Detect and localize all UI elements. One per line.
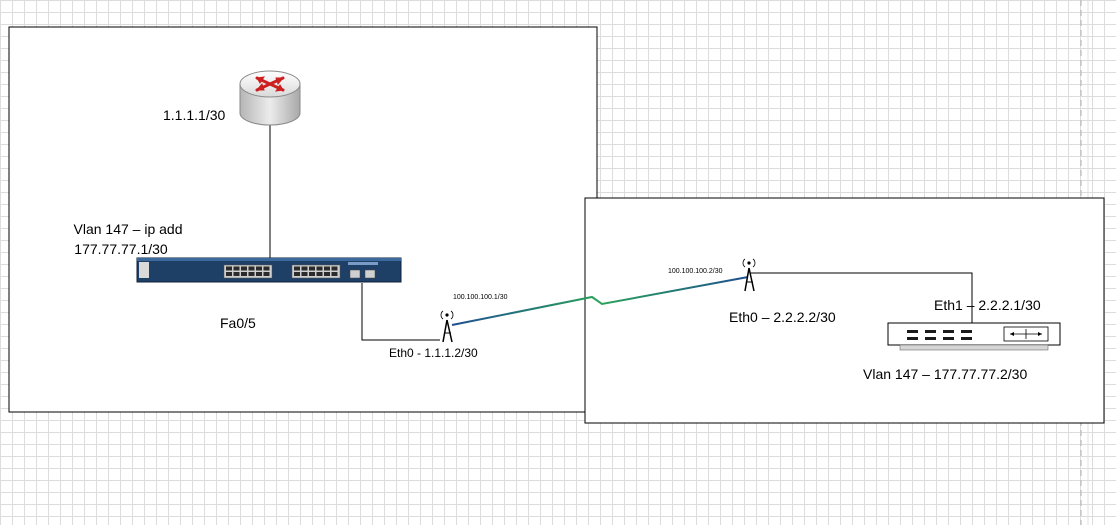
firewall-port: [925, 337, 936, 340]
site-b-boundary[interactable]: [584, 197, 1105, 424]
switch-port: [233, 266, 240, 271]
switch-vlan-label-line1: Vlan 147 – ip add: [73, 221, 183, 237]
wireless-link[interactable]: [451, 276, 749, 326]
switch-port: [248, 266, 255, 271]
switch-port: [294, 272, 300, 276]
site-a-boundary[interactable]: [8, 26, 598, 413]
switch-port: [324, 272, 330, 276]
radio-b-firewall-link[interactable]: [750, 272, 973, 323]
firewall-port: [943, 337, 954, 340]
firewall-port: [943, 330, 954, 333]
switch-port: [226, 272, 232, 276]
radio-b-wireless-ip-label: 100.100.100.2/30: [668, 268, 723, 275]
switch-vlan-label-line2: 177.77.77.1/30: [74, 241, 168, 257]
switch-port: [233, 272, 240, 276]
router-icon[interactable]: [239, 70, 301, 126]
radio-b-eth0-label: Eth0 – 2.2.2.2/30: [729, 309, 836, 325]
radio-a-wireless-ip-label: 100.100.100.1/30: [453, 294, 508, 301]
router-ip-label: 1.1.1.1/30: [163, 107, 226, 123]
switch-port-label: Fa0/5: [220, 315, 256, 331]
switch-port: [256, 272, 262, 276]
switch-port: [256, 266, 262, 271]
antenna-icon[interactable]: [742, 258, 756, 292]
switch-port: [309, 272, 315, 276]
switch-port: [324, 266, 330, 271]
switch-port-grid: [226, 266, 338, 276]
switch-port: [263, 266, 270, 271]
firewall-port: [925, 330, 936, 333]
switch-port: [226, 266, 232, 271]
switch-port: [241, 272, 247, 276]
firewall-port: [907, 337, 918, 340]
switch-port: [331, 266, 338, 271]
firewall-port-row: [907, 330, 972, 340]
switch-port: [316, 272, 323, 276]
switch-port: [309, 266, 315, 271]
firewall-vlan-label: Vlan 147 – 177.77.77.2/30: [863, 366, 1028, 382]
firewall-eth1-label: Eth1 – 2.2.2.1/30: [934, 297, 1041, 313]
switch-port: [316, 266, 323, 271]
firewall-port: [907, 330, 918, 333]
switch-port: [301, 266, 308, 271]
firewall-port: [961, 330, 972, 333]
switch-radio-a-link[interactable]: [361, 283, 440, 341]
switch-port: [241, 266, 247, 271]
switch-port: [248, 272, 255, 276]
antenna-icon[interactable]: [440, 310, 454, 343]
firewall-port: [961, 337, 972, 340]
firewall-icon[interactable]: [887, 322, 1061, 351]
switch-port: [294, 266, 300, 271]
switch-port: [301, 272, 308, 276]
switch-port: [331, 272, 338, 276]
radio-a-eth0-label: Eth0 - 1.1.1.2/30: [389, 346, 478, 360]
switch-port: [263, 272, 270, 276]
